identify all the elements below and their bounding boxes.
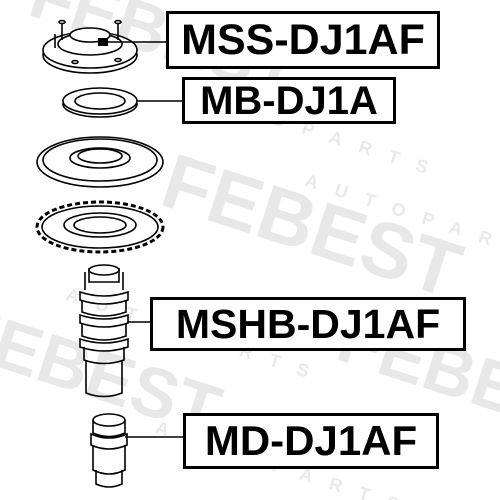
part-number-text: MB-DJ1A	[200, 78, 378, 123]
part-number-text: MSS-DJ1AF	[181, 15, 425, 64]
part-number-text: MD-DJ1AF	[204, 417, 418, 464]
part-label-mshb-dj1af: MSHB-DJ1AF	[150, 297, 466, 351]
spring-insulator-drawing	[35, 200, 165, 254]
part-label-md-dj1af: MD-DJ1AF	[183, 413, 439, 469]
part-label-mb-dj1a: MB-DJ1A	[182, 77, 396, 124]
spring-seat-drawing	[36, 136, 164, 188]
bump-stop-drawing	[90, 413, 183, 488]
part-number-text: MSHB-DJ1AF	[175, 300, 441, 347]
part-label-mss-dj1af: MSS-DJ1AF	[166, 11, 440, 69]
bearing-ring-drawing	[62, 87, 182, 118]
dust-boot-drawing	[79, 264, 150, 398]
strut-mount-drawing	[42, 19, 166, 74]
